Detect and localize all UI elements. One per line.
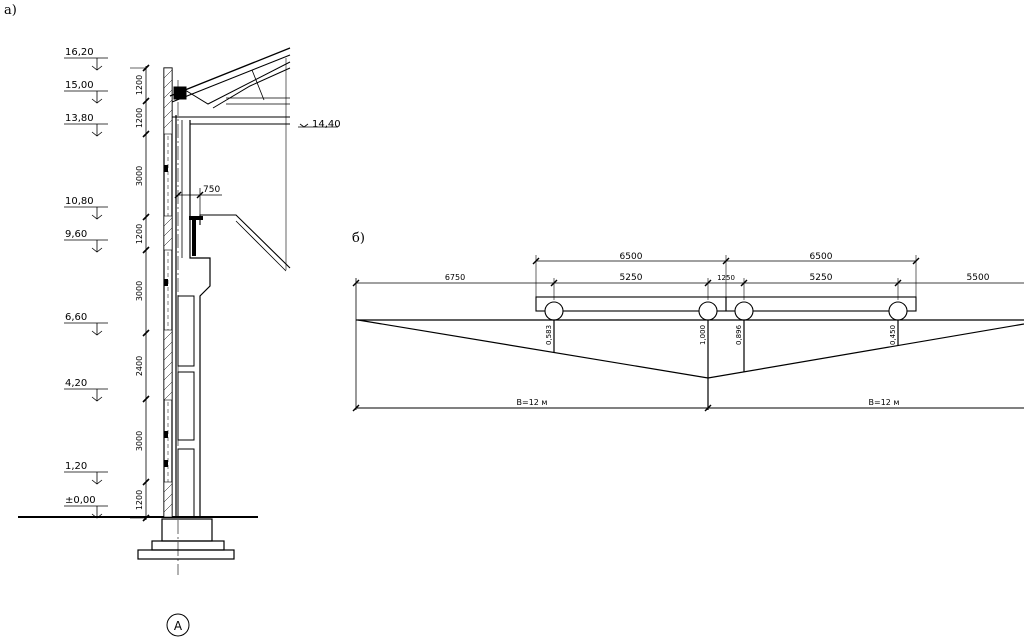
bay-label: B=12 м: [869, 398, 900, 407]
level-label: 4,20: [65, 378, 87, 389]
crane-wheel: [734, 301, 754, 321]
crane-scheme: [352, 255, 1024, 412]
axis-bubble: [166, 613, 190, 637]
axis-label: А: [174, 619, 183, 633]
level-label: 15,00: [65, 80, 94, 91]
wall-section: [18, 47, 338, 637]
roof-truss: [169, 47, 291, 97]
crane-wheel: [698, 301, 718, 321]
foundation: [161, 518, 213, 542]
ordinate-label: 0,583: [545, 325, 553, 345]
section-a-label: а): [4, 3, 17, 18]
dimension-label: 6750: [445, 273, 465, 282]
ordinate-label: 0,896: [735, 324, 743, 345]
level-labels: 16,20 15,00 13,80 10,80 9,60 6,60 4,20 1…: [65, 47, 96, 506]
span-label: 1200: [135, 75, 144, 95]
span-label: 1200: [135, 490, 144, 510]
dimension-label: 6500: [620, 252, 643, 262]
ordinate-label: 1,000: [699, 325, 707, 345]
level-label: 13,80: [65, 113, 94, 124]
level-markers: [64, 57, 108, 519]
dimension-label: 5500: [967, 273, 990, 283]
level-label: 16,20: [65, 47, 94, 58]
crane-dimension-labels: 6500 6500 6750 5250 1250 5250 5500 0,583…: [445, 252, 990, 407]
span-label: 3000: [135, 431, 144, 451]
dimension-label: 5250: [810, 273, 833, 283]
level-label: 1,20: [65, 461, 87, 472]
influence-line: [357, 319, 1024, 379]
bay-label: B=12 м: [517, 398, 548, 407]
truss-level-label: 14,40: [312, 119, 341, 130]
crane-wheel: [544, 301, 564, 321]
offset-label: 750: [203, 185, 220, 195]
level-label: 9,60: [65, 229, 87, 240]
level-label: 10,80: [65, 196, 94, 207]
crane-bridge: [725, 296, 917, 312]
dimension-label: 5250: [620, 273, 643, 283]
span-label: 3000: [135, 166, 144, 186]
level-label: ±0,00: [65, 495, 96, 506]
span-labels: 1200 1200 3000 1200 3000 2400 3000 1200: [135, 75, 144, 510]
span-label: 1200: [135, 224, 144, 244]
span-label: 3000: [135, 281, 144, 301]
span-label: 2400: [135, 356, 144, 376]
dimension-label: 6500: [810, 252, 833, 262]
crane-wheel: [888, 301, 908, 321]
span-label: 1200: [135, 108, 144, 128]
level-label: 6,60: [65, 312, 87, 323]
dimension-label: 1250: [717, 274, 735, 282]
wall-panel: [163, 67, 173, 518]
crane-bridge: [535, 296, 727, 312]
section-b-label: б): [352, 231, 365, 246]
ordinate-label: 0,450: [889, 325, 897, 345]
